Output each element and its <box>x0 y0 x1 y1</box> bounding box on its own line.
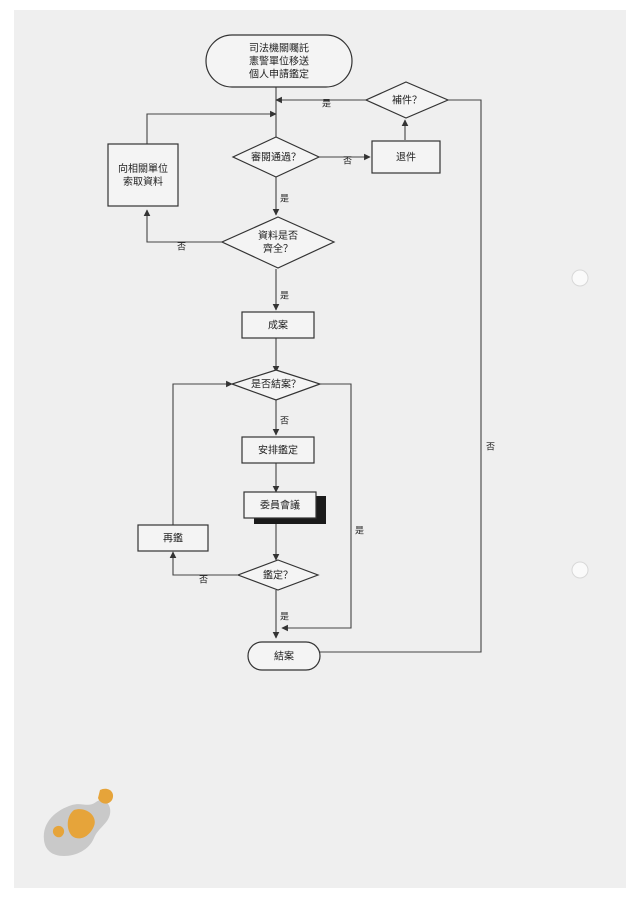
schedule-label: 安排鑑定 <box>258 444 298 457</box>
request-data-label: 向相關單位索取資料 <box>118 162 168 188</box>
punch-hole-bottom <box>571 561 589 579</box>
edge-label-identify-no: 否 <box>199 575 208 586</box>
start-terminal <box>205 34 353 88</box>
edge-complete-no <box>305 99 482 656</box>
edge-retrace-to-close <box>172 380 233 525</box>
return-case-box <box>371 140 441 174</box>
edge-close-yes <box>281 383 352 632</box>
complete-decision-label: 補件？ <box>392 94 422 107</box>
review-decision-label: 審閱通過？ <box>251 151 301 164</box>
taiwan-map-logo-icon <box>43 788 114 856</box>
end-terminal <box>247 641 321 671</box>
edge-label-identify-yes: 是 <box>280 612 289 623</box>
edge-label-data-no: 否 <box>177 242 186 253</box>
review-decision <box>231 136 321 178</box>
edge-label-review-no: 否 <box>343 156 352 167</box>
edge-label-complete-no: 否 <box>486 442 495 453</box>
end-terminal-label: 結案 <box>274 650 294 663</box>
data-complete-label: 資料是否齊全？ <box>258 229 298 255</box>
identify-label: 鑑定？ <box>263 569 293 582</box>
register-box <box>241 311 315 339</box>
retrace-label: 再鑑 <box>163 532 183 545</box>
close-check-label: 是否結案？ <box>251 378 301 391</box>
flowchart: 司法機關囑託憲警單位移送個人申請鑑定 補件？ 審閱通過？ 退件 向相關單位索取資… <box>43 34 589 856</box>
committee-label: 委員會議 <box>260 499 300 512</box>
edge-label-review-yes: 是 <box>280 194 289 205</box>
schedule-box <box>241 436 315 464</box>
scanned-page: 司法機關囑託憲警單位移送個人申請鑑定 補件？ 審閱通過？ 退件 向相關單位索取資… <box>14 10 626 888</box>
request-data-box <box>107 143 179 207</box>
close-check-decision <box>230 369 322 401</box>
edge-label-close-yes: 是 <box>355 526 364 537</box>
register-label: 成案 <box>268 319 288 332</box>
data-complete-decision <box>220 216 336 269</box>
retrace-box <box>137 524 209 552</box>
edge-label-close-no: 否 <box>280 416 289 427</box>
identify-decision <box>236 559 320 591</box>
punch-hole-top <box>571 269 589 287</box>
complete-decision <box>364 81 450 119</box>
committee-box <box>243 491 317 519</box>
edge-label-data-yes: 是 <box>280 291 289 302</box>
edge-data-no <box>143 209 224 243</box>
edge-identify-no <box>169 551 237 576</box>
start-terminal-label: 司法機關囑託憲警單位移送個人申請鑑定 <box>249 42 309 81</box>
edge-label-complete-yes: 是 <box>322 99 331 110</box>
return-case-label: 退件 <box>396 152 416 164</box>
edge-request-to-review <box>146 110 277 150</box>
